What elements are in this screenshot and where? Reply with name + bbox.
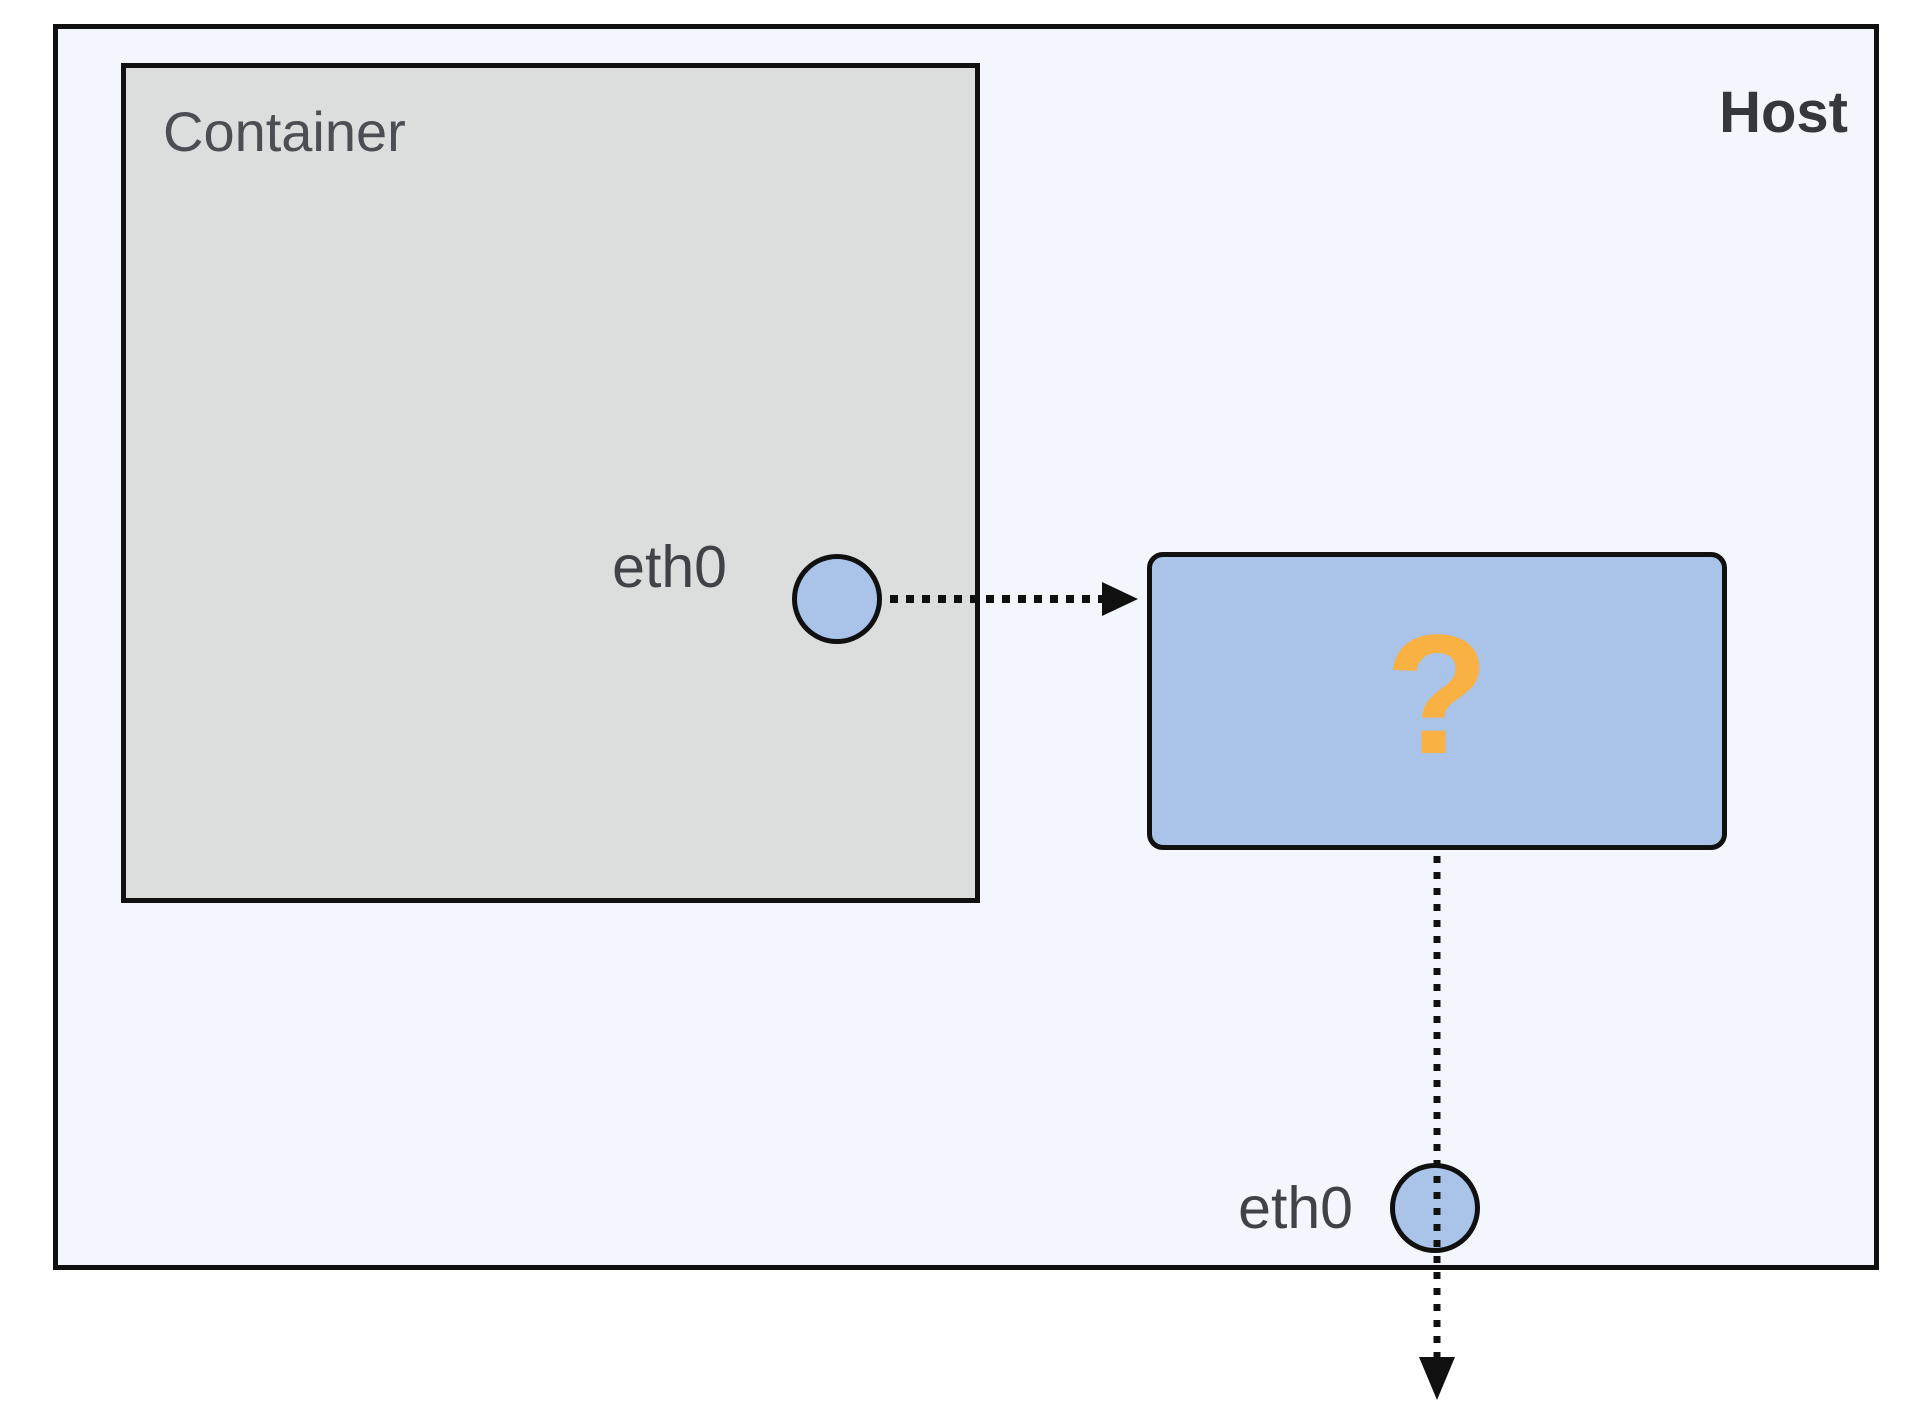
dotted-arrow-down-icon — [1419, 856, 1455, 1400]
host-label: Host — [1719, 80, 1848, 145]
dotted-arrow-right-icon — [890, 582, 1138, 616]
container-box: Container eth0 — [121, 63, 980, 903]
host-box: Host Container eth0 ? eth0 — [53, 24, 1879, 1400]
container-eth0-label: eth0 — [612, 534, 727, 600]
host-eth0-label: eth0 — [1238, 1175, 1353, 1241]
container-eth0-port-circle — [792, 554, 882, 644]
mystery-node-box: ? — [1147, 552, 1727, 850]
arrow-head — [1419, 1357, 1455, 1400]
question-mark: ? — [1385, 600, 1489, 790]
arrow-head — [1102, 582, 1138, 616]
container-label: Container — [163, 100, 406, 163]
